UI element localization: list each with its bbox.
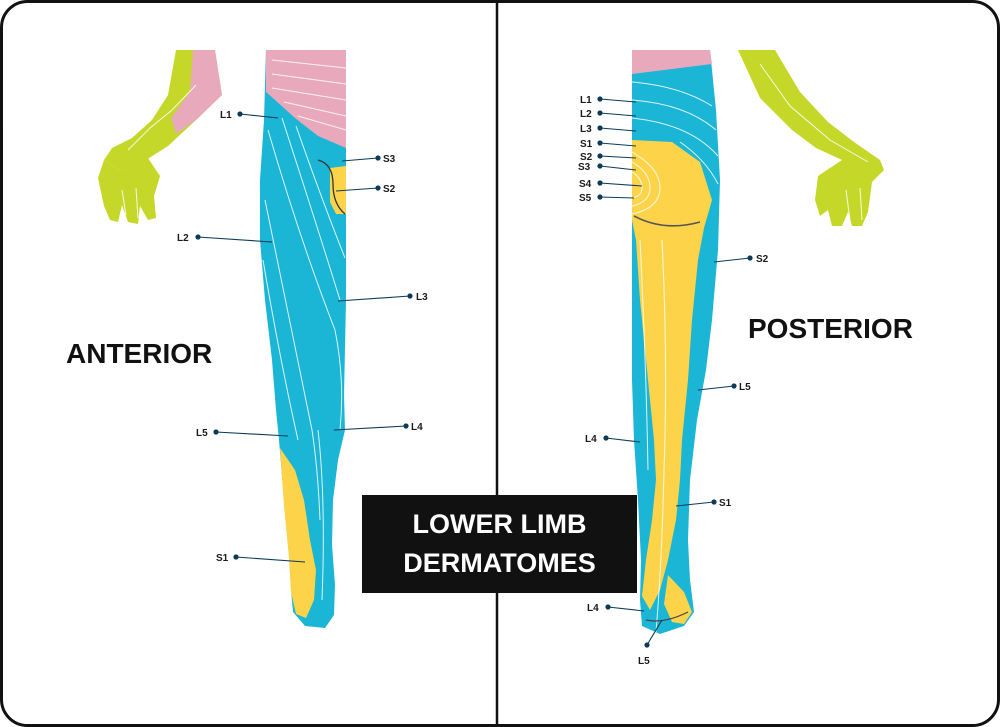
posterior-label-s4: S4 xyxy=(579,179,643,190)
posterior-label-l4: L4 xyxy=(585,434,641,445)
title-line-2: DERMATOMES xyxy=(403,548,596,578)
posterior-label-s1: S1 xyxy=(580,139,637,150)
anterior-label-l1: L1 xyxy=(220,110,279,121)
posterior-label-s5: S5 xyxy=(579,193,635,204)
svg-text:L4: L4 xyxy=(411,422,423,433)
posterior-label-s2-sacral: S2 xyxy=(580,152,637,163)
svg-text:L3: L3 xyxy=(416,292,428,303)
svg-text:S5: S5 xyxy=(579,193,592,204)
anterior-label-l3: L3 xyxy=(337,292,428,303)
svg-text:S1: S1 xyxy=(216,553,229,564)
posterior-arm xyxy=(738,50,884,226)
anterior-label-l4: L4 xyxy=(333,422,423,433)
svg-text:L3: L3 xyxy=(580,124,592,135)
posterior-label-l5: L5 xyxy=(697,382,751,393)
svg-text:S2: S2 xyxy=(383,184,396,195)
title-line-1: LOWER LIMB xyxy=(413,509,587,539)
anterior-leg xyxy=(260,50,347,628)
svg-text:L5: L5 xyxy=(739,382,751,393)
svg-text:S1: S1 xyxy=(580,139,593,150)
posterior-label-l2: L2 xyxy=(580,109,637,120)
posterior-leg xyxy=(631,50,720,634)
posterior-label-l4-foot: L4 xyxy=(587,603,645,614)
svg-text:L2: L2 xyxy=(177,233,189,244)
anterior-arm xyxy=(98,50,222,224)
svg-text:S1: S1 xyxy=(719,498,732,509)
svg-text:L4: L4 xyxy=(587,603,599,614)
anterior-view: L1 S3 S2 L2 L3 L4 L5 S1 ANTER xyxy=(66,50,428,628)
svg-text:L5: L5 xyxy=(196,428,208,439)
posterior-label-l5-foot: L5 xyxy=(638,619,663,667)
anterior-label-l5: L5 xyxy=(196,428,289,439)
svg-text:S3: S3 xyxy=(383,154,396,165)
svg-text:S2: S2 xyxy=(756,254,769,265)
posterior-view: L1 L2 L3 S1 S2 S3 S4 S5 xyxy=(578,50,913,667)
svg-text:S4: S4 xyxy=(579,179,592,190)
anterior-label-s2: S2 xyxy=(335,184,396,195)
svg-text:L2: L2 xyxy=(580,109,592,120)
svg-text:S2: S2 xyxy=(580,152,593,163)
title-box: LOWER LIMB DERMATOMES xyxy=(362,495,637,593)
svg-text:S3: S3 xyxy=(578,162,591,173)
posterior-label-l1: L1 xyxy=(580,95,637,106)
anterior-heading: ANTERIOR xyxy=(66,338,212,369)
posterior-label-l3: L3 xyxy=(580,124,637,135)
anterior-label-l2: L2 xyxy=(177,233,273,244)
svg-text:L4: L4 xyxy=(585,434,597,445)
svg-text:L1: L1 xyxy=(580,95,592,106)
svg-text:L5: L5 xyxy=(638,656,650,667)
posterior-label-s2: S2 xyxy=(713,254,769,265)
posterior-label-s1-leg: S1 xyxy=(675,498,732,509)
svg-text:L1: L1 xyxy=(220,110,232,121)
posterior-label-s3: S3 xyxy=(578,162,637,173)
anterior-label-s1: S1 xyxy=(216,553,306,564)
anterior-label-s3: S3 xyxy=(341,154,396,165)
posterior-heading: POSTERIOR xyxy=(748,313,913,344)
